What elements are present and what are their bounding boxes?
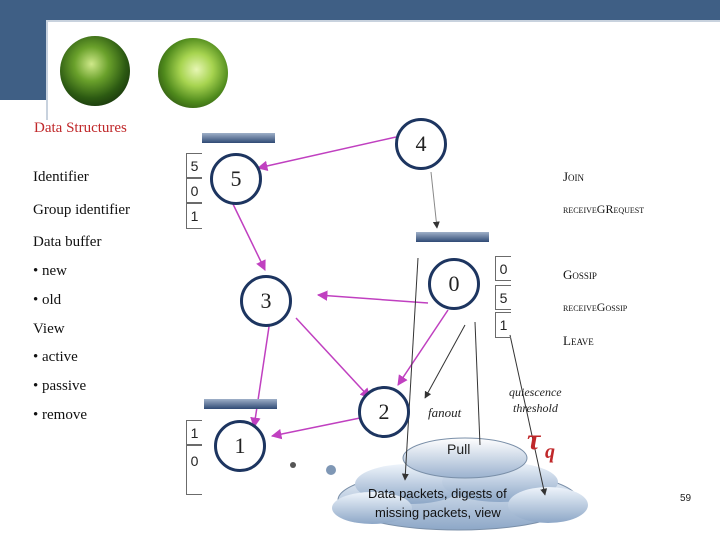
leaf-image-2 (158, 38, 228, 108)
buffer-bar-top (202, 133, 275, 143)
gossip-label: Gossip (563, 267, 597, 282)
pull-label: Pull (447, 441, 471, 457)
top-buffer-cell: 1 (186, 203, 202, 229)
right-buffer-cell: 5 (495, 285, 511, 310)
cloud-text-line-1: Data packets, digests of (368, 486, 507, 501)
view-active-item: • active (33, 349, 78, 365)
arrow-0-to-2 (397, 309, 449, 386)
data-buffer-old-item: • old (33, 292, 62, 308)
bottom-buffer-cell: 0 (186, 445, 202, 495)
threshold-label: threshold (513, 401, 558, 415)
page-number: 59 (680, 493, 692, 504)
line-4-to-buffer (430, 171, 440, 229)
right-buffer-cell: 0 (495, 256, 511, 281)
line-0-to-pull (474, 321, 481, 446)
receive-gossip-label: receiveGossip (563, 300, 628, 314)
tau-symbol: τ (527, 423, 541, 456)
cloud-text-line-2: missing packets, view (375, 505, 501, 520)
data-structures-title: Data Structures (34, 120, 127, 136)
group-identifier-label: Group identifier (33, 202, 131, 218)
node-1: 1 (214, 420, 266, 472)
quiescence-label: quiescence (509, 385, 562, 399)
node-2: 2 (358, 386, 410, 438)
top-buffer-cell: 5 (186, 153, 202, 178)
leaf-image-1 (60, 36, 130, 106)
buffer-bar-right (416, 232, 489, 242)
arrow-0-to-3 (316, 290, 429, 304)
data-buffer-label: Data buffer (33, 234, 102, 250)
top-buffer-cell: 0 (186, 178, 202, 203)
view-passive-item: • passive (33, 378, 87, 394)
leave-label: Leave (563, 333, 594, 348)
pull-ellipse (402, 437, 528, 479)
data-buffer-new-item: • new (33, 263, 67, 279)
bottom-buffer-cell: 1 (186, 420, 202, 445)
right-buffer-cell: 1 (495, 312, 511, 338)
arrow-4-to-5 (256, 136, 397, 172)
node-5: 5 (210, 153, 262, 205)
receive-group-request-label: receiveGRequest (563, 202, 645, 216)
node-4: 4 (395, 118, 447, 170)
cloud-dot-2 (290, 462, 296, 468)
view-remove-item: • remove (33, 407, 87, 423)
arrow-3-to-2 (295, 317, 371, 399)
arrow-5-to-3 (231, 201, 266, 271)
fanout-label: fanout (428, 405, 462, 420)
line-buffer-to-cloud-right (509, 334, 548, 496)
view-label: View (33, 321, 65, 337)
node-0: 0 (428, 258, 480, 310)
cloud-dot-3 (326, 465, 336, 475)
join-label: Join (563, 169, 585, 184)
identifier-label: Identifier (33, 169, 89, 185)
arrow-2-to-1 (270, 417, 361, 440)
line-buffer-to-cloud (401, 257, 419, 481)
arrow-3-to-1 (250, 319, 271, 429)
tau-subscript: q (545, 441, 555, 463)
buffer-bar-bottom (204, 399, 277, 409)
node-3: 3 (240, 275, 292, 327)
line-0-to-2 (424, 324, 466, 399)
